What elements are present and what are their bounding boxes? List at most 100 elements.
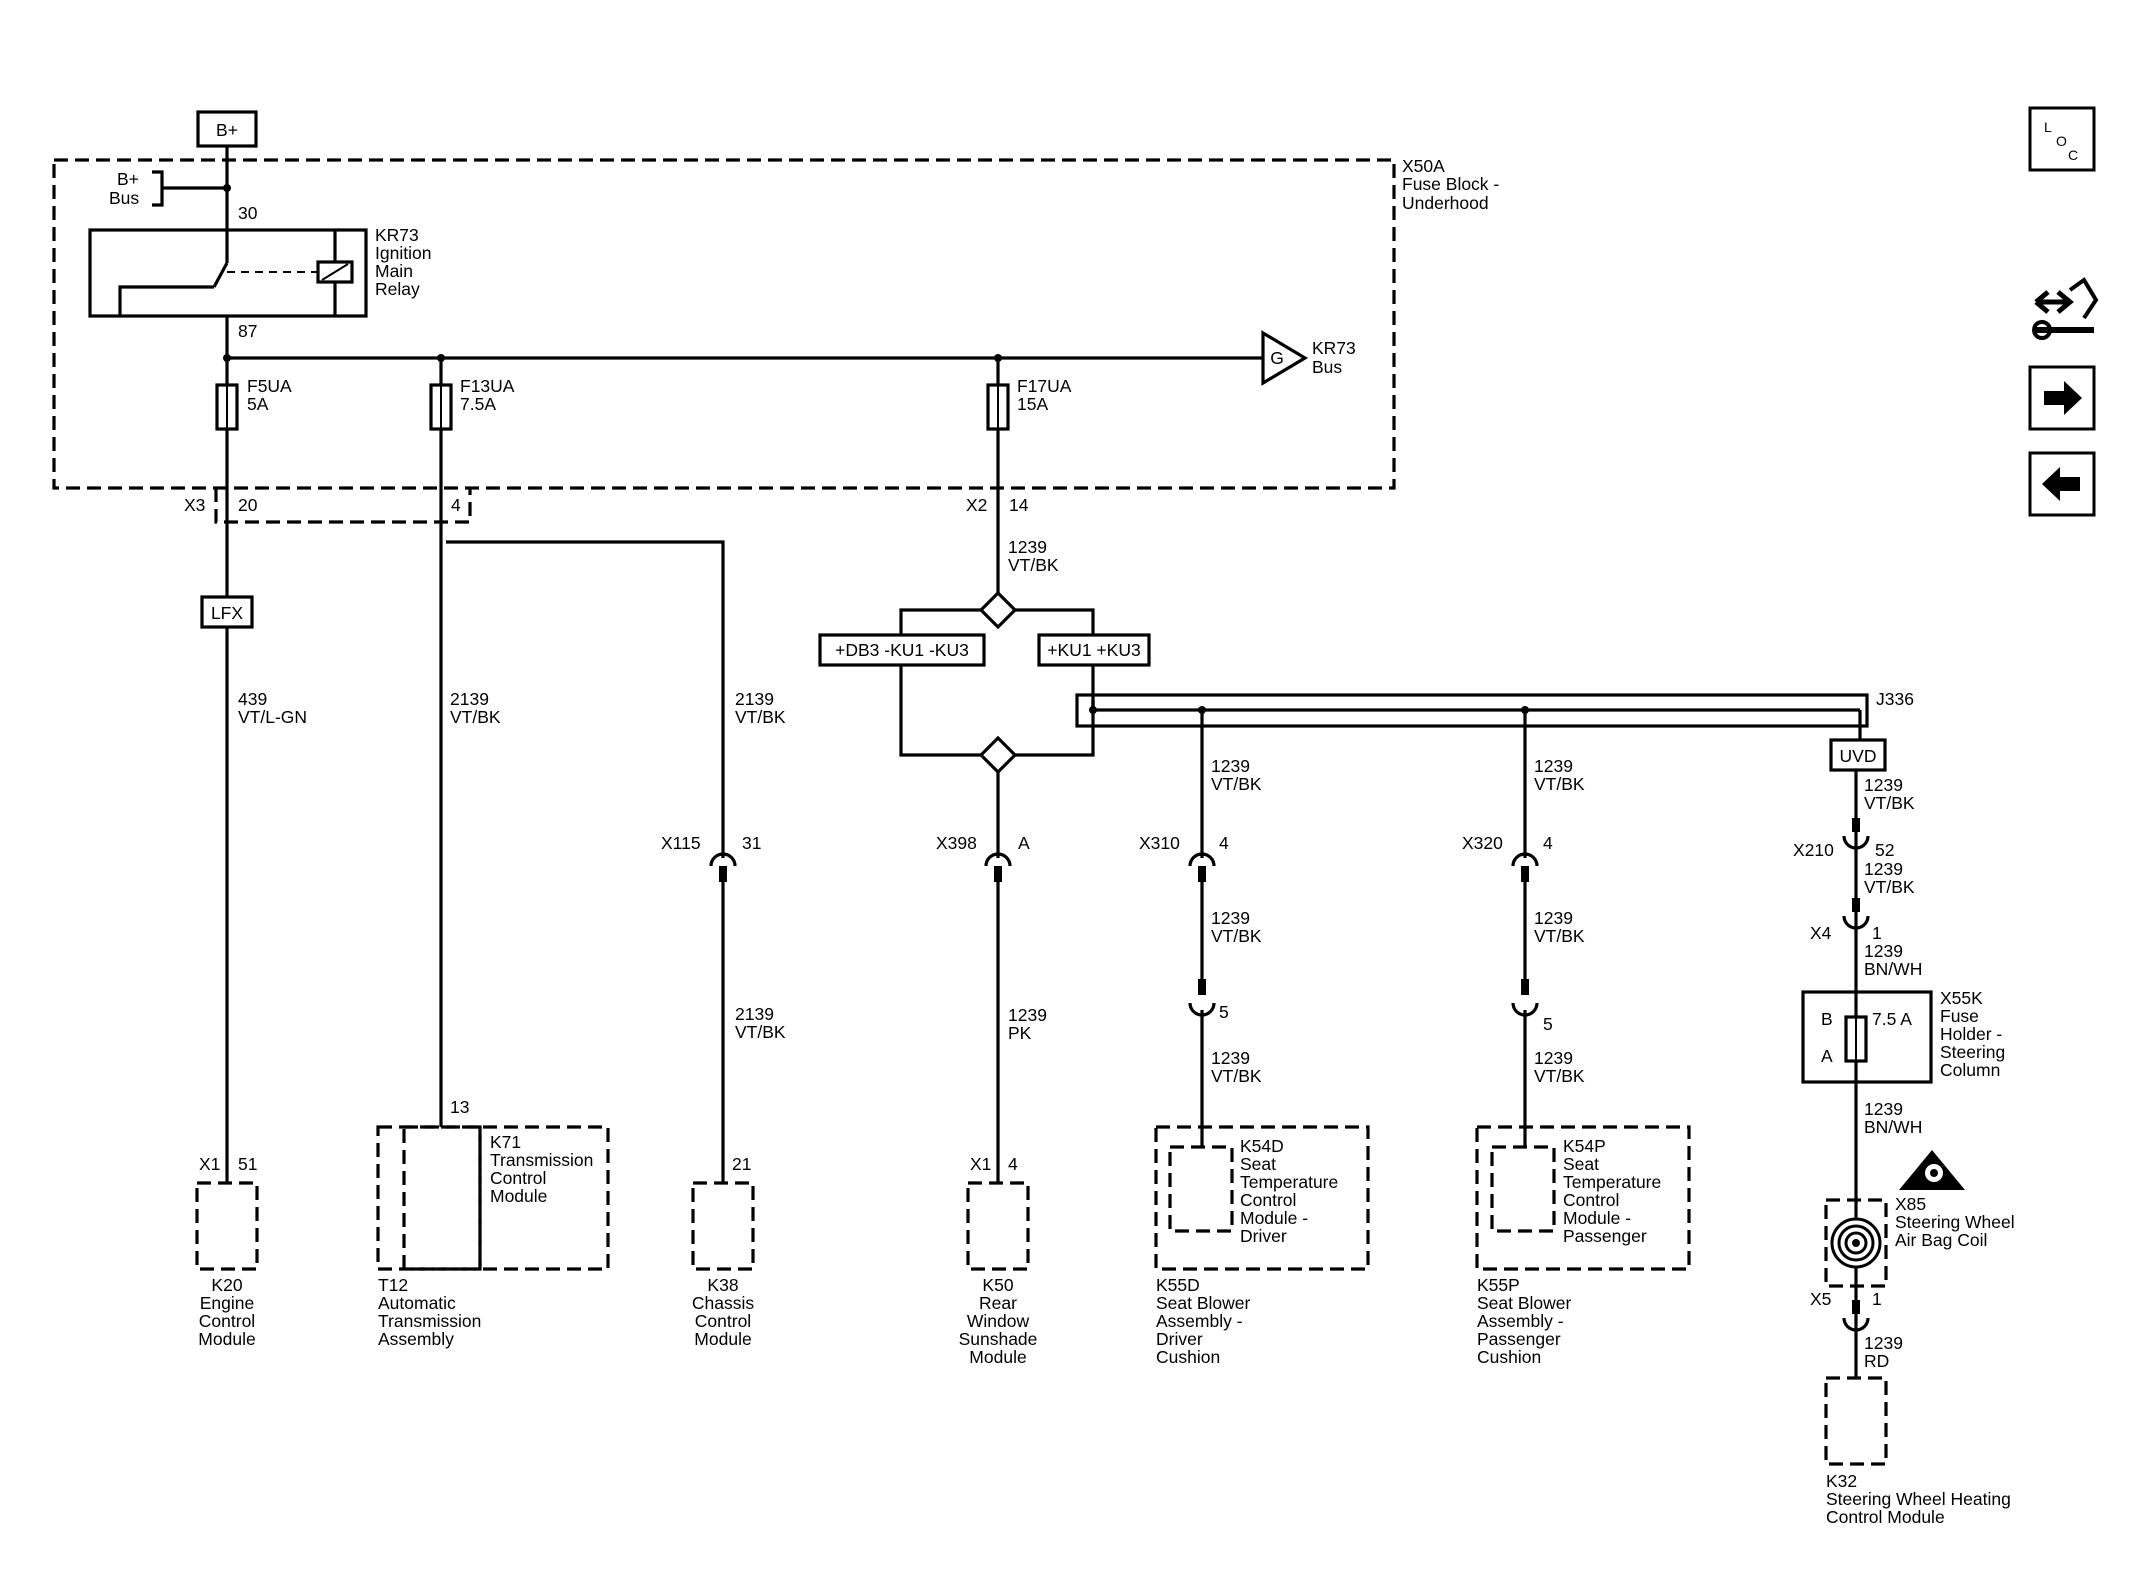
- relay-id: KR73: [375, 225, 419, 245]
- x2-label: X2: [966, 495, 987, 515]
- wire-1239p3-number: 1239: [1534, 1048, 1573, 1068]
- kr73-bus-symbol: G: [1270, 348, 1284, 368]
- k50-l1: Rear: [979, 1293, 1017, 1313]
- k38-l2: Control: [695, 1311, 751, 1331]
- bplus-label: B+: [216, 120, 238, 140]
- wire-1239a-color: VT/BK: [1008, 555, 1059, 575]
- bplus-bus-bracket: [152, 170, 164, 207]
- x55k-l3: Steering: [1940, 1042, 2005, 1062]
- wire-2139b-number: 2139: [735, 689, 774, 709]
- connector-x398: [984, 852, 1012, 867]
- k55d-l2: Assembly -: [1156, 1311, 1243, 1331]
- k55p-l4: Cushion: [1477, 1347, 1541, 1367]
- k20-l2: Control: [199, 1311, 255, 1331]
- relay-pin-30: 30: [238, 203, 258, 223]
- wire-1239s4-number: 1239: [1864, 1099, 1903, 1119]
- wire-1239d2-color: VT/BK: [1211, 926, 1262, 946]
- wire-2139a-color: VT/BK: [450, 707, 501, 727]
- relay-l3: Relay: [375, 279, 420, 299]
- wire-2139a-number: 2139: [450, 689, 489, 709]
- component-x85: [1824, 1198, 1888, 1288]
- x55k-pin-b: B: [1821, 1009, 1833, 1029]
- component-t12: [376, 1125, 610, 1271]
- x398-pin: A: [1018, 833, 1030, 853]
- fuse-block-id: X50A: [1402, 156, 1445, 176]
- k50-l4: Module: [969, 1347, 1026, 1367]
- wire-1239p2-number: 1239: [1534, 908, 1573, 928]
- connector-x3: [214, 488, 472, 524]
- connector-x210: [1842, 835, 1870, 850]
- x85-id: X85: [1895, 1194, 1926, 1214]
- component-k55d: [1154, 1125, 1370, 1271]
- location-button[interactable]: L O C: [2028, 106, 2096, 172]
- arrow-right-icon: [2044, 381, 2082, 415]
- option-uvd-label: UVD: [1840, 746, 1877, 766]
- bplus-bus-label-2: Bus: [109, 188, 139, 208]
- k54d-l3: Control: [1240, 1190, 1296, 1210]
- option-split-top: [978, 590, 1018, 630]
- k50-connector: X1: [970, 1154, 991, 1174]
- next-page-button[interactable]: [2028, 365, 2096, 431]
- fuse-f5ua-name: F5UA: [247, 376, 292, 396]
- wire-439-color: VT/L-GN: [238, 707, 307, 727]
- x55k-l1: Fuse: [1940, 1006, 1979, 1026]
- component-t12-inner: [402, 1125, 482, 1271]
- previous-page-button[interactable]: [2028, 451, 2096, 517]
- component-k20: [195, 1181, 259, 1271]
- x310-label: X310: [1139, 833, 1180, 853]
- x210-pin: 52: [1875, 840, 1894, 860]
- k71-l2: Control: [490, 1168, 546, 1188]
- relay-l2: Main: [375, 261, 413, 281]
- k50-l2: Window: [967, 1311, 1030, 1331]
- x5-pin: 1: [1872, 1289, 1882, 1309]
- arrow-left-icon: [2042, 467, 2080, 501]
- connector-x320: [1511, 852, 1539, 867]
- k54d-l4: Module -: [1240, 1208, 1308, 1228]
- fuse-block-name-1: Fuse Block -: [1402, 174, 1499, 194]
- wire-1239s4-color: BN/WH: [1864, 1117, 1922, 1137]
- x55k-pin-a: A: [1821, 1046, 1833, 1066]
- kr73-bus-id: KR73: [1312, 338, 1356, 358]
- wire-2139b-color: VT/BK: [735, 707, 786, 727]
- fuse-f17ua-rating: 15A: [1017, 394, 1048, 414]
- k20-pin: 51: [238, 1154, 257, 1174]
- wire-1239pk-color: PK: [1008, 1023, 1032, 1043]
- option-left-label: +DB3 -KU1 -KU3: [835, 640, 969, 660]
- k55d-id: K55D: [1156, 1275, 1200, 1295]
- t12-l1: Automatic: [378, 1293, 456, 1313]
- wire-1239d1-color: VT/BK: [1211, 774, 1262, 794]
- wire-1239p2-color: VT/BK: [1534, 926, 1585, 946]
- x398-label: X398: [936, 833, 977, 853]
- x3-pin-20: 20: [238, 495, 258, 515]
- k55p-l3: Passenger: [1477, 1329, 1561, 1349]
- k55p-l1: Seat Blower: [1477, 1293, 1572, 1313]
- t12-l3: Assembly: [378, 1329, 454, 1349]
- k54p-id: K54P: [1563, 1136, 1606, 1156]
- k54p-l3: Control: [1563, 1190, 1619, 1210]
- x3-label: X3: [184, 495, 205, 515]
- x115-pin: 31: [742, 833, 761, 853]
- k54p-l5: Passenger: [1563, 1226, 1647, 1246]
- loc-c: C: [2068, 147, 2078, 163]
- k55d-l4: Cushion: [1156, 1347, 1220, 1367]
- component-k54d: [1168, 1145, 1234, 1233]
- loc-o: O: [2056, 133, 2067, 149]
- x55k-fuse-rating: 7.5 A: [1872, 1009, 1912, 1029]
- connector-x4: [1842, 915, 1870, 930]
- x5-label: X5: [1810, 1289, 1831, 1309]
- fuse-f17ua-name: F17UA: [1017, 376, 1072, 396]
- loc-l: L: [2044, 119, 2052, 135]
- component-k32: [1824, 1376, 1888, 1466]
- wire-1239s5-color: RD: [1864, 1351, 1889, 1371]
- k20-l3: Module: [198, 1329, 255, 1349]
- k32-l2: Control Module: [1826, 1507, 1945, 1527]
- wire-1239s1-number: 1239: [1864, 775, 1903, 795]
- k54d-l2: Temperature: [1240, 1172, 1338, 1192]
- k20-l1: Engine: [200, 1293, 255, 1313]
- fuse-f13ua-name: F13UA: [460, 376, 515, 396]
- connector-view-icon[interactable]: [2032, 277, 2099, 340]
- x2-pin-14: 14: [1009, 495, 1029, 515]
- k50-pin: 4: [1008, 1154, 1018, 1174]
- k54p-l4: Module -: [1563, 1208, 1631, 1228]
